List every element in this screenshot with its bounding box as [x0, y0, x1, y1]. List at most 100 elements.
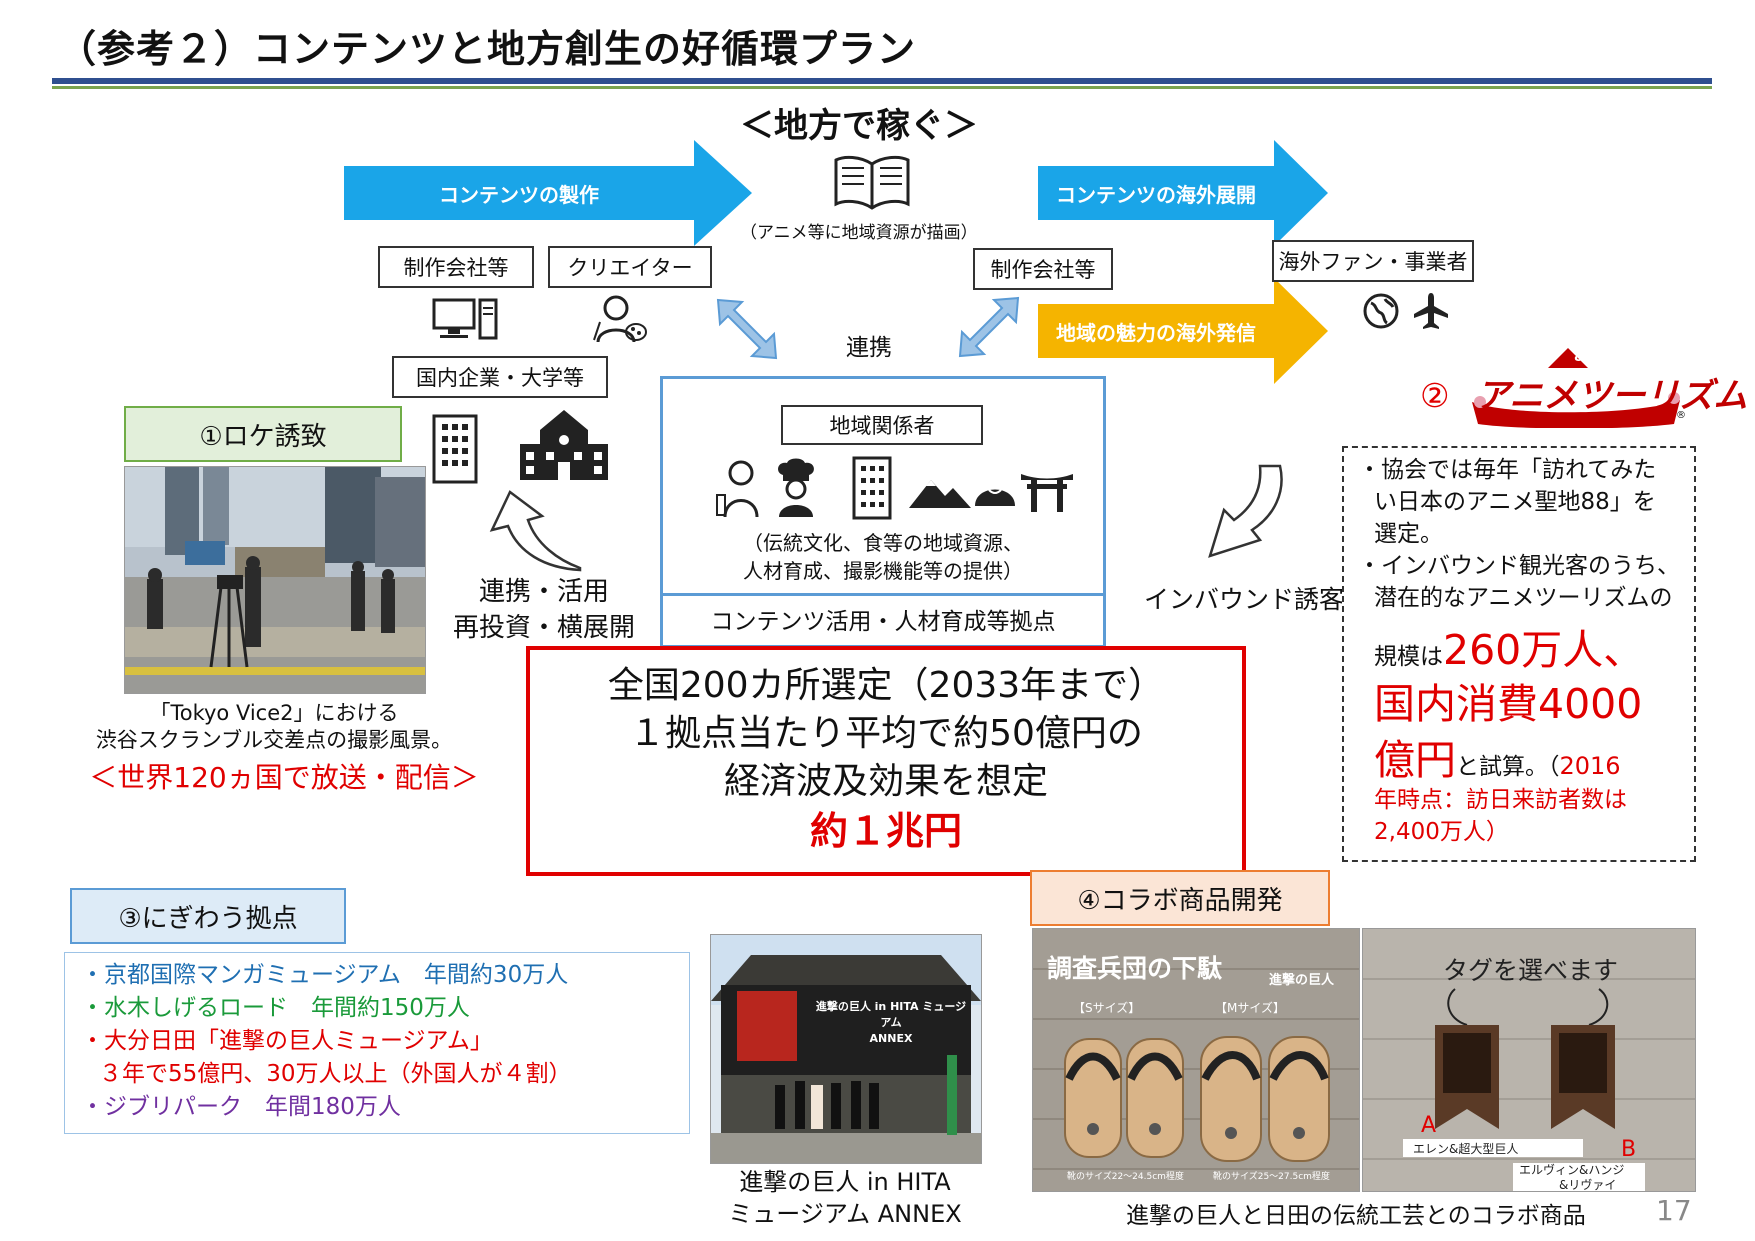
broadcast-label: ＜世界120ヵ国で放送・配信＞ — [89, 761, 479, 794]
note-consumption: 国内消費4000 — [1374, 680, 1643, 728]
note-b2-l6: 年時点：訪日来訪者数は — [1374, 787, 1627, 813]
museum-banner-line2: ANNEX — [869, 1032, 913, 1045]
geta-note-s: 靴のサイズ22～24.5cm程度 — [1067, 1172, 1184, 1182]
museum-photo: 進撃の巨人 in HITA ミュージアム ANNEX — [710, 934, 982, 1164]
note-scale-prefix: 規模は — [1374, 644, 1443, 670]
note-b1-l1: ・協会では毎年「訪れてみた — [1358, 457, 1657, 483]
anime-tourism-logo: 88 アニメツーリズム ® — [1468, 346, 1747, 428]
title-rule-green — [52, 86, 1712, 89]
section-bustling-hubs: ③にぎわう拠点 — [70, 888, 346, 944]
hub-resources: （伝統文化、食等の地域資源、 人材育成、撮影機能等の提供） — [663, 529, 1103, 585]
note-b2-l7: 2,400万人） — [1374, 819, 1509, 845]
tag-label-b: B — [1621, 1137, 1637, 1162]
arrow-production: コンテンツの製作 — [344, 140, 752, 246]
tag-b-name: エルヴィン&ハンジ &リヴァイ — [1519, 1163, 1625, 1192]
logo-text: アニメツーリズム — [1476, 376, 1748, 416]
note-year: 2016 — [1559, 752, 1621, 780]
book-note: （アニメ等に地域資源が描画） — [740, 223, 978, 243]
page-number: 17 — [1656, 1194, 1692, 1227]
museum-caption-line2: ミュージアム ANNEX — [728, 1200, 962, 1228]
hubs-item-mizuki: ・水木しげるロード 年間約150万人 — [81, 995, 470, 1021]
center-heading: ＜地方で稼ぐ＞ — [740, 106, 978, 146]
hubs-item-ghibli: ・ジブリパーク 年間180万人 — [81, 1094, 401, 1120]
computer-icon — [432, 298, 498, 340]
note-b2-l1: ・インバウンド観光客のうち、 — [1358, 553, 1680, 579]
geta-size-m: 【Mサイズ】 — [1215, 1001, 1285, 1015]
artist-icon — [592, 292, 648, 344]
arrow-overseas-expansion: コンテンツの海外展開 — [1038, 140, 1328, 246]
left-flow-line1: 連携・活用 — [478, 577, 609, 607]
main-line3: 経済波及効果を想定 — [723, 761, 1048, 802]
main-line2: １拠点当たり平均で約50億円の — [629, 713, 1143, 754]
curved-arrow-right — [1200, 462, 1290, 566]
note-estimate-suffix: と試算。（ — [1456, 754, 1560, 780]
tag-b-line2: &リヴァイ — [1559, 1178, 1617, 1192]
hubs-item-hita: ・大分日田「進撃の巨人ミュージアム」 — [81, 1028, 493, 1054]
box-domestic-companies: 国内企業・大学等 — [392, 356, 608, 398]
location-caption-line1: 「Tokyo Vice2」における — [149, 701, 399, 725]
main-line1: 全国200カ所選定（2033年まで） — [607, 665, 1165, 706]
building-icon — [849, 455, 895, 521]
school-icon — [518, 408, 610, 482]
waitress-icon — [715, 459, 765, 519]
section-anime-tourism-number: ② — [1420, 376, 1450, 415]
note-scale-line: 規模は260万人、 — [1374, 616, 1644, 676]
hubs-item-hita-detail: ３年で55億円、30万人以上（外国人が４割） — [99, 1061, 572, 1087]
hubs-list: ・京都国際マンガミュージアム 年間約30万人 ・水木しげるロード 年間約150万… — [64, 952, 690, 1134]
diagonal-arrow-right — [958, 296, 1020, 358]
airplane-icon — [1410, 290, 1452, 332]
tag-label-a: A — [1421, 1113, 1437, 1138]
tag-heading: タグを選べます — [1443, 956, 1619, 985]
main-total: 約１兆円 — [809, 809, 962, 853]
geta-photo: 調査兵団の下駄 進撃の巨人 【Sサイズ】 【Mサイズ】 靴のサイズ22～24.5… — [1032, 928, 1360, 1192]
note-b1-l2: い日本のアニメ聖地88」を — [1374, 489, 1656, 515]
museum-caption: 進撃の巨人 in HITA ミュージアム ANNEX — [690, 1166, 1000, 1230]
mountain-icon — [909, 475, 971, 511]
geta-note-m: 靴のサイズ25～27.5cm程度 — [1213, 1172, 1330, 1182]
inbound-label: インバウンド誘客 — [1144, 585, 1345, 614]
location-photo — [124, 466, 426, 694]
box-creator: クリエイター — [548, 246, 712, 288]
hub-resources-line2: 人材育成、撮影機能等の提供） — [743, 559, 1023, 583]
hubs-item-kyoto: ・京都国際マンガミュージアム 年間約30万人 — [81, 962, 569, 988]
note-yen: 億円 — [1374, 736, 1456, 784]
bun-icon — [973, 475, 1017, 511]
arrow-overseas-expansion-label: コンテンツの海外展開 — [1056, 182, 1256, 207]
location-caption: 「Tokyo Vice2」における 渋谷スクランブル交差点の撮影風景。 — [84, 700, 464, 755]
title-rule-blue — [52, 78, 1712, 84]
note-b2-l2: 潜在的なアニメツーリズムの — [1374, 585, 1673, 611]
renkei-label: 連携 — [846, 335, 892, 361]
museum-caption-line1: 進撃の巨人 in HITA — [739, 1168, 951, 1196]
geta-size-s: 【Sサイズ】 — [1073, 1001, 1141, 1015]
location-caption-line2: 渋谷スクランブル交差点の撮影風景。 — [95, 728, 453, 753]
left-flow-line2: 再投資・横展開 — [452, 613, 635, 643]
tag-photo: タグを選べます A B エレン&超大型巨人 エルヴィン&ハンジ &リヴァイ — [1362, 928, 1696, 1192]
chef-icon — [771, 457, 821, 519]
geta-logo: 進撃の巨人 — [1269, 973, 1335, 988]
note-scale-visitors: 260万人、 — [1443, 626, 1645, 674]
globe-icon — [1362, 292, 1400, 330]
hub-resources-line1: （伝統文化、食等の地域資源、 — [743, 531, 1023, 555]
logo-badge: 88 — [1574, 350, 1593, 365]
box-local-stakeholders: 地域関係者 — [781, 405, 983, 445]
note-yen-line: 億円と試算。（2016 — [1374, 726, 1621, 786]
section-collab-products: ④コラボ商品開発 — [1030, 870, 1330, 926]
arrow-regional-appeal-label: 地域の魅力の海外発信 — [1056, 320, 1256, 345]
anime-tourism-note: ・協会では毎年「訪れてみた い日本のアニメ聖地88」を 選定。 ・インバウンド観… — [1342, 446, 1696, 862]
museum-banner-line1: 進撃の巨人 in HITA ミュージアム — [815, 1000, 967, 1029]
box-production-company-right: 制作会社等 — [973, 248, 1113, 290]
book-icon — [832, 152, 912, 212]
hub-footer: コンテンツ活用・人材育成等拠点 — [663, 593, 1103, 642]
main-estimate-box: 全国200カ所選定（2033年まで） １拠点当たり平均で約50億円の 経済波及効… — [526, 646, 1246, 876]
box-overseas-fans: 海外ファン・事業者 — [1272, 240, 1474, 282]
tag-b-line1: エルヴィン&ハンジ — [1519, 1163, 1625, 1177]
left-flow-label: 連携・活用 再投資・横展開 — [444, 574, 644, 646]
note-visitor-count: 年時点：訪日来訪者数は 2,400万人） — [1374, 784, 1627, 848]
page-title: （参考２）コンテンツと地方創生の好循環プラン — [58, 27, 917, 71]
logo-registered-mark: ® — [1676, 410, 1686, 421]
tag-a-name: エレン&超大型巨人 — [1413, 1142, 1519, 1156]
collab-caption: 進撃の巨人と日田の伝統工芸とのコラボ商品 — [1126, 1203, 1586, 1229]
shrine-gate-icon — [1019, 469, 1075, 513]
diagonal-arrow-left — [716, 298, 778, 360]
office-building-icon — [428, 414, 482, 484]
